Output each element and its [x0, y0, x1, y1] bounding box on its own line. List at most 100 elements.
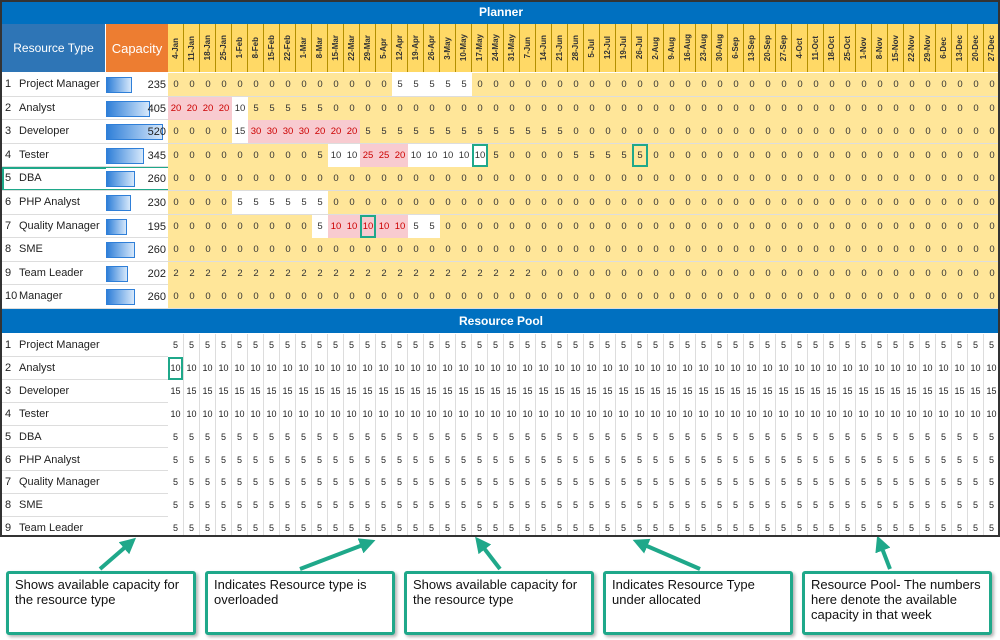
pool-cell[interactable]: 5 [872, 494, 888, 518]
pool-cell[interactable]: 5 [904, 517, 920, 535]
pool-cell[interactable]: 5 [376, 448, 392, 472]
pool-cell[interactable]: 10 [936, 402, 952, 426]
pool-cell[interactable]: 5 [776, 425, 792, 449]
pool-cell[interactable]: 5 [344, 517, 360, 535]
pool-cell[interactable]: 15 [168, 379, 184, 403]
pool-cell[interactable]: 15 [344, 379, 360, 403]
allocation-cell[interactable]: 0 [776, 214, 792, 238]
pool-cell[interactable]: 5 [920, 425, 936, 449]
allocation-cell[interactable]: 0 [648, 143, 664, 167]
allocation-cell[interactable]: 0 [520, 143, 536, 167]
pool-cell[interactable]: 5 [600, 425, 616, 449]
allocation-cell[interactable]: 0 [424, 96, 440, 120]
allocation-cell[interactable]: 0 [200, 191, 216, 214]
pool-cell[interactable]: 5 [424, 517, 440, 535]
allocation-cell[interactable]: 2 [456, 261, 472, 285]
pool-cell[interactable]: 5 [344, 448, 360, 472]
allocation-cell[interactable]: 0 [424, 238, 440, 262]
pool-cell[interactable]: 5 [568, 448, 584, 472]
allocation-cell[interactable]: 0 [952, 285, 968, 309]
allocation-cell[interactable]: 0 [952, 214, 968, 238]
allocation-cell[interactable]: 5 [264, 191, 280, 214]
allocation-cell[interactable]: 0 [696, 120, 712, 144]
pool-cell[interactable]: 5 [680, 448, 696, 472]
allocation-cell[interactable]: 5 [424, 120, 440, 144]
pool-cell[interactable]: 5 [504, 517, 520, 535]
pool-cell[interactable]: 5 [696, 334, 712, 357]
allocation-cell[interactable]: 0 [824, 120, 840, 144]
allocation-cell[interactable]: 0 [648, 214, 664, 238]
pool-cell[interactable]: 15 [616, 379, 632, 403]
allocation-cell[interactable]: 0 [648, 96, 664, 120]
allocation-cell[interactable]: 0 [888, 167, 904, 191]
pool-cell[interactable]: 5 [888, 448, 904, 472]
pool-cell[interactable]: 5 [584, 517, 600, 535]
pool-cell[interactable]: 5 [184, 494, 200, 518]
pool-cell[interactable]: 10 [376, 356, 392, 380]
allocation-cell[interactable]: 0 [616, 238, 632, 262]
pool-cell[interactable]: 10 [616, 356, 632, 380]
allocation-cell[interactable]: 0 [568, 96, 584, 120]
allocation-cell[interactable]: 0 [600, 167, 616, 191]
allocation-cell[interactable]: 0 [536, 96, 552, 120]
pool-cell[interactable]: 5 [584, 334, 600, 357]
allocation-cell[interactable]: 0 [376, 191, 392, 214]
allocation-cell[interactable]: 0 [776, 285, 792, 309]
allocation-cell[interactable]: 0 [216, 238, 232, 262]
allocation-cell[interactable]: 0 [504, 285, 520, 309]
pool-cell[interactable]: 15 [776, 379, 792, 403]
allocation-cell[interactable]: 0 [264, 167, 280, 191]
pool-cell[interactable]: 10 [552, 402, 568, 426]
pool-cell[interactable]: 5 [760, 494, 776, 518]
pool-cell[interactable]: 5 [776, 448, 792, 472]
pool-cell[interactable]: 5 [360, 425, 376, 449]
allocation-cell[interactable]: 0 [552, 261, 568, 285]
pool-cell[interactable]: 5 [488, 448, 504, 472]
allocation-cell[interactable]: 0 [808, 143, 824, 167]
allocation-cell[interactable]: 0 [536, 214, 552, 238]
allocation-cell[interactable]: 0 [408, 238, 424, 262]
pool-cell[interactable]: 5 [168, 517, 184, 535]
allocation-cell[interactable]: 0 [936, 167, 952, 191]
allocation-cell[interactable]: 0 [680, 191, 696, 214]
pool-cell[interactable]: 5 [456, 425, 472, 449]
pool-cell[interactable]: 5 [952, 517, 968, 535]
allocation-cell[interactable]: 0 [728, 261, 744, 285]
allocation-cell[interactable]: 0 [296, 214, 312, 238]
allocation-cell[interactable]: 5 [600, 143, 616, 167]
allocation-cell[interactable]: 0 [248, 167, 264, 191]
pool-cell[interactable]: 10 [328, 356, 344, 380]
pool-cell[interactable]: 5 [904, 448, 920, 472]
allocation-cell[interactable]: 0 [920, 214, 936, 238]
pool-cell[interactable]: 5 [872, 471, 888, 495]
allocation-cell[interactable]: 0 [680, 238, 696, 262]
pool-cell[interactable]: 15 [824, 379, 840, 403]
allocation-cell[interactable]: 0 [440, 214, 456, 238]
allocation-cell[interactable]: 0 [648, 238, 664, 262]
allocation-cell[interactable]: 0 [200, 238, 216, 262]
pool-cell[interactable]: 5 [536, 334, 552, 357]
pool-cell[interactable]: 10 [680, 402, 696, 426]
allocation-cell[interactable]: 0 [744, 238, 760, 262]
allocation-cell[interactable]: 0 [936, 214, 952, 238]
allocation-cell[interactable]: 0 [488, 191, 504, 214]
pool-cell[interactable]: 5 [504, 494, 520, 518]
pool-cell[interactable]: 5 [696, 517, 712, 535]
allocation-cell[interactable]: 30 [296, 120, 312, 144]
pool-cell[interactable]: 5 [264, 334, 280, 357]
allocation-cell[interactable]: 30 [264, 120, 280, 144]
pool-cell[interactable]: 15 [792, 379, 808, 403]
allocation-cell[interactable]: 0 [264, 285, 280, 309]
allocation-cell[interactable]: 0 [184, 143, 200, 167]
allocation-cell[interactable]: 5 [312, 191, 328, 214]
allocation-cell[interactable]: 2 [216, 261, 232, 285]
pool-cell[interactable]: 5 [856, 425, 872, 449]
allocation-cell[interactable]: 0 [376, 238, 392, 262]
allocation-cell[interactable]: 0 [408, 285, 424, 309]
allocation-cell[interactable]: 0 [440, 96, 456, 120]
allocation-cell[interactable]: 5 [280, 96, 296, 120]
allocation-cell[interactable]: 0 [344, 191, 360, 214]
pool-cell[interactable]: 15 [360, 379, 376, 403]
pool-cell[interactable]: 5 [856, 448, 872, 472]
allocation-cell[interactable]: 0 [440, 238, 456, 262]
